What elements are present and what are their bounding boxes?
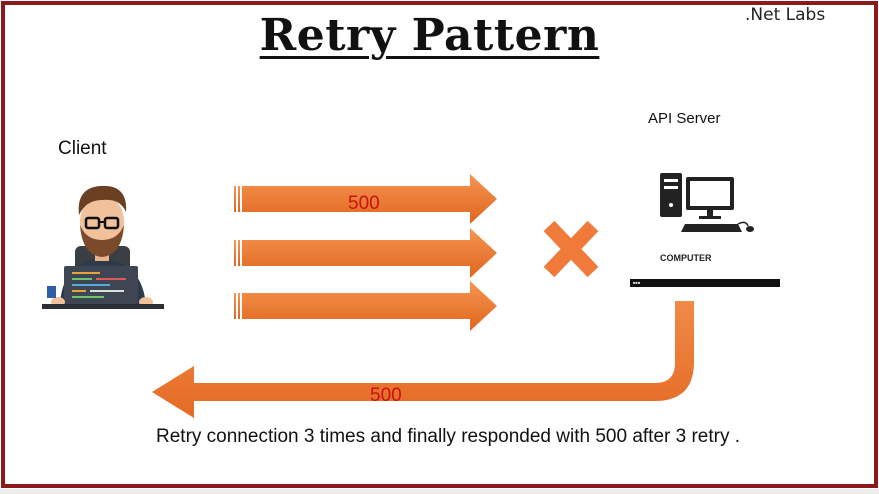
- developer-avatar-icon: [42, 185, 164, 309]
- request-arrow-3: [234, 281, 497, 331]
- caption-text: Retry connection 3 times and finally res…: [156, 426, 741, 447]
- request-status-code: 500: [348, 193, 380, 214]
- x-mark-icon: [543, 220, 599, 278]
- bottom-strip: [0, 489, 879, 494]
- response-status-code: 500: [370, 385, 402, 406]
- server-base-bar: ■■■: [630, 279, 780, 287]
- computer-device-label: COMPUTER: [660, 253, 712, 263]
- request-arrow-1: [234, 174, 497, 224]
- desktop-computer-icon: [660, 173, 754, 232]
- request-arrow-2: [234, 228, 497, 278]
- response-arrow: [152, 301, 694, 418]
- brand-label: .Net Labs: [745, 5, 826, 25]
- server-label: API Server: [648, 110, 721, 127]
- diagram-title: Retry Pattern: [259, 10, 600, 61]
- client-label: Client: [58, 138, 107, 159]
